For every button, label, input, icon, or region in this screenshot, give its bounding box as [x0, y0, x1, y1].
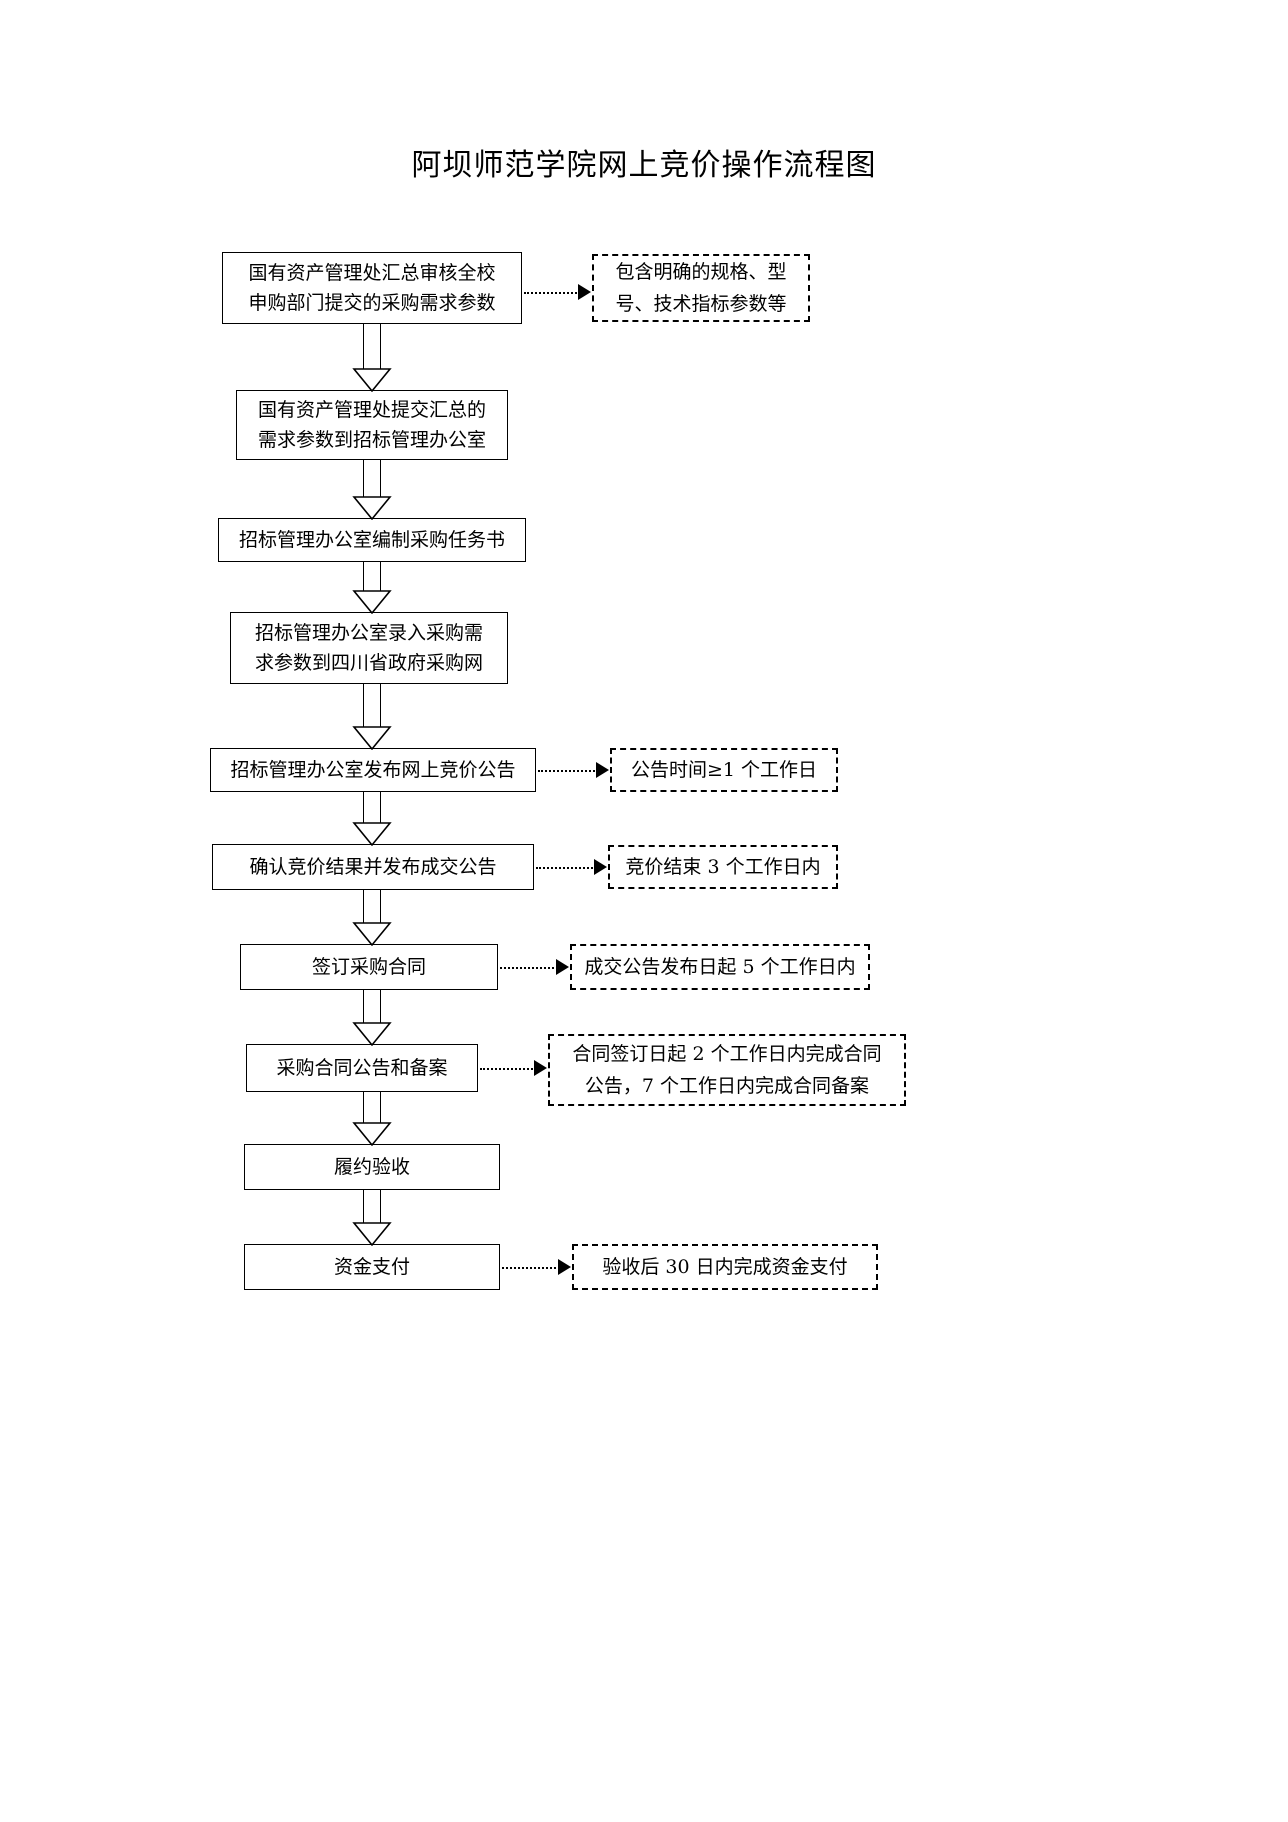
process-node-5: 招标管理办公室发布网上竞价公告	[210, 748, 536, 792]
node-line: 申购部门提交的采购需求参数	[248, 292, 496, 314]
node-line: 求参数到四川省政府采购网	[254, 652, 483, 674]
annotation-note-4: 成交公告发布日起 5 个工作日内	[570, 944, 870, 990]
process-node-10: 资金支付	[244, 1244, 500, 1290]
flow-arrow-3-4	[352, 562, 392, 614]
flow-arrow-4-5	[352, 684, 392, 750]
flow-arrow-5-6	[352, 792, 392, 846]
node-line: 国有资产管理处汇总审核全校	[248, 262, 496, 284]
note-line: 包含明确的规格、型	[615, 261, 787, 283]
note-connector-5-arrowhead	[534, 1060, 547, 1076]
note-line: 公告，7 个工作日内完成合同备案	[584, 1075, 870, 1097]
flow-arrow-2-3	[352, 460, 392, 520]
note-connector-2-arrowhead	[596, 762, 609, 778]
note-line: 公告时间≥1 个工作日	[630, 759, 818, 781]
process-node-4: 招标管理办公室录入采购需 求参数到四川省政府采购网	[230, 612, 508, 684]
process-node-2: 国有资产管理处提交汇总的 需求参数到招标管理办公室	[236, 390, 508, 460]
node-line: 采购合同公告和备案	[276, 1057, 448, 1079]
note-connector-6	[502, 1267, 560, 1269]
note-line: 成交公告发布日起 5 个工作日内	[584, 956, 856, 978]
note-connector-1-arrowhead	[578, 284, 591, 300]
node-line: 招标管理办公室发布网上竞价公告	[230, 759, 516, 781]
note-connector-3	[536, 867, 596, 869]
node-line: 国有资产管理处提交汇总的	[257, 399, 486, 421]
note-line: 验收后 30 日内完成资金支付	[602, 1256, 848, 1278]
note-line: 合同签订日起 2 个工作日内完成合同	[572, 1043, 882, 1065]
process-node-6: 确认竞价结果并发布成交公告	[212, 844, 534, 890]
annotation-note-3: 竞价结束 3 个工作日内	[608, 845, 838, 889]
flow-arrow-9-10	[352, 1190, 392, 1246]
node-line: 需求参数到招标管理办公室	[257, 429, 486, 451]
flow-arrow-7-8	[352, 990, 392, 1046]
node-line: 履约验收	[333, 1156, 410, 1178]
page-title: 阿坝师范学院网上竞价操作流程图	[411, 148, 877, 183]
node-line: 资金支付	[333, 1256, 410, 1278]
annotation-note-5: 合同签订日起 2 个工作日内完成合同 公告，7 个工作日内完成合同备案	[548, 1034, 906, 1106]
process-node-7: 签订采购合同	[240, 944, 498, 990]
note-connector-4	[500, 967, 558, 969]
note-line: 号、技术指标参数等	[615, 293, 787, 315]
process-node-3: 招标管理办公室编制采购任务书	[218, 518, 526, 562]
annotation-note-6: 验收后 30 日内完成资金支付	[572, 1244, 878, 1290]
flow-arrow-1-2	[352, 324, 392, 392]
process-node-8: 采购合同公告和备案	[246, 1044, 478, 1092]
node-line: 确认竞价结果并发布成交公告	[249, 856, 497, 878]
process-node-9: 履约验收	[244, 1144, 500, 1190]
note-connector-4-arrowhead	[556, 959, 569, 975]
note-connector-6-arrowhead	[558, 1259, 571, 1275]
note-connector-2	[538, 770, 598, 772]
note-connector-1	[524, 292, 580, 294]
node-line: 招标管理办公室编制采购任务书	[238, 529, 505, 551]
note-connector-3-arrowhead	[594, 859, 607, 875]
note-line: 竞价结束 3 个工作日内	[625, 856, 821, 878]
process-node-1: 国有资产管理处汇总审核全校 申购部门提交的采购需求参数	[222, 252, 522, 324]
node-line: 签订采购合同	[311, 956, 426, 978]
flow-arrow-6-7	[352, 890, 392, 946]
annotation-note-1: 包含明确的规格、型 号、技术指标参数等	[592, 254, 810, 322]
annotation-note-2: 公告时间≥1 个工作日	[610, 748, 838, 792]
node-line: 招标管理办公室录入采购需	[254, 622, 483, 644]
flow-arrow-8-9	[352, 1092, 392, 1146]
note-connector-5	[480, 1068, 536, 1070]
